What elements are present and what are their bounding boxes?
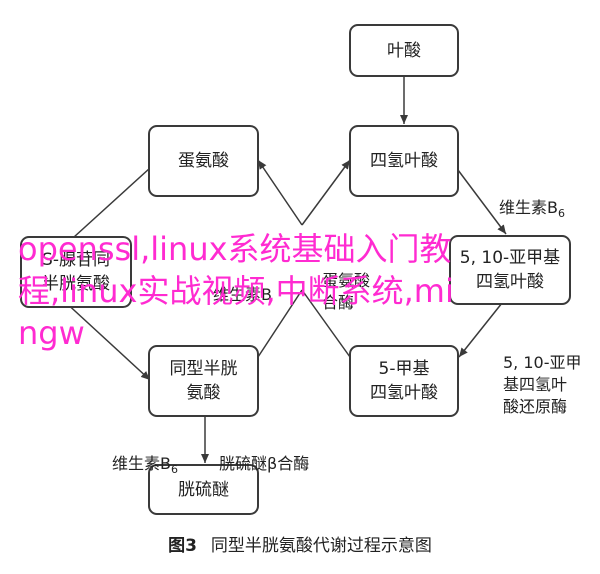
arrow-methionine-to-hcy	[62, 167, 151, 248]
node-methionine-label: 蛋氨酸	[178, 151, 229, 171]
node-left-mid: S-腺苷同 半胱氨酸	[20, 236, 132, 308]
label-vitb6-bottom-sub: 6	[170, 463, 178, 477]
label-center-upper: 维生素B	[213, 262, 272, 306]
node-methyl-thf: 5-甲基 四氢叶酸	[349, 345, 459, 417]
node-folate-label: 叶酸	[387, 40, 421, 61]
node-hcy: 同型半胱 氨酸	[148, 345, 259, 417]
overlay-watermark-text: openssl,linux系统基础入门教程,linux实战视频,中断系统,min…	[18, 230, 454, 352]
label-mthfr-text: 5, 10-亚甲 基四氢叶 酸还原酶	[503, 353, 582, 416]
node-cystathionine-label: 胱硫醚	[178, 479, 229, 500]
node-cystathionine: 胱硫醚	[148, 464, 259, 515]
arrow-left-down	[62, 299, 151, 381]
label-vitb6-bottom: 维生素B6	[112, 431, 178, 481]
label-vitb6-right-sub: 6	[557, 207, 565, 221]
node-methyl-thf-label: 5-甲基 四氢叶酸	[370, 359, 438, 403]
node-hcy-label: 同型半胱 氨酸	[169, 359, 238, 403]
label-center-lower-text: 蛋氨酸 合酶	[322, 271, 371, 312]
label-center-lower: 蛋氨酸 合酶	[322, 248, 370, 314]
figure-caption-text: 同型半胱氨酸代谢过程示意图	[210, 536, 432, 556]
label-center-upper-text: 维生素B	[213, 285, 272, 304]
arrow-center-up	[257, 159, 303, 226]
label-vitb6-bottom-text: 维生素B	[112, 454, 171, 473]
node-left-mid-label: S-腺苷同 半胱氨酸	[42, 250, 110, 294]
node-methylene-thf-label: 5, 10-亚甲基 四氢叶酸	[459, 248, 561, 292]
figure-number: 图3	[168, 536, 197, 556]
arrow-hcy-to-methionine	[257, 289, 303, 358]
node-thf-label: 四氢叶酸	[370, 151, 438, 171]
node-methylene-thf: 5, 10-亚甲基 四氢叶酸	[449, 235, 571, 305]
label-vitb6-right-text: 维生素B	[499, 198, 558, 217]
arrow-methylene-to-methyl-thf	[458, 297, 507, 358]
arrow-center-up-right	[301, 159, 351, 226]
label-cbs: 胱硫醚β合酶	[219, 431, 309, 475]
label-mthfr: 5, 10-亚甲 基四氢叶 酸还原酶	[503, 330, 582, 418]
node-thf: 四氢叶酸	[349, 125, 459, 197]
arrow-thf-to-methylene-thf	[457, 169, 507, 235]
node-folate: 叶酸	[349, 24, 459, 77]
arrow-methyl-to-thf	[301, 289, 351, 358]
node-methionine: 蛋氨酸	[148, 125, 259, 197]
label-cbs-text: 胱硫醚β合酶	[219, 454, 310, 473]
label-vitb6-right: 维生素B6	[499, 175, 565, 225]
figure-caption: 图3 同型半胱氨酸代谢过程示意图	[0, 531, 600, 556]
